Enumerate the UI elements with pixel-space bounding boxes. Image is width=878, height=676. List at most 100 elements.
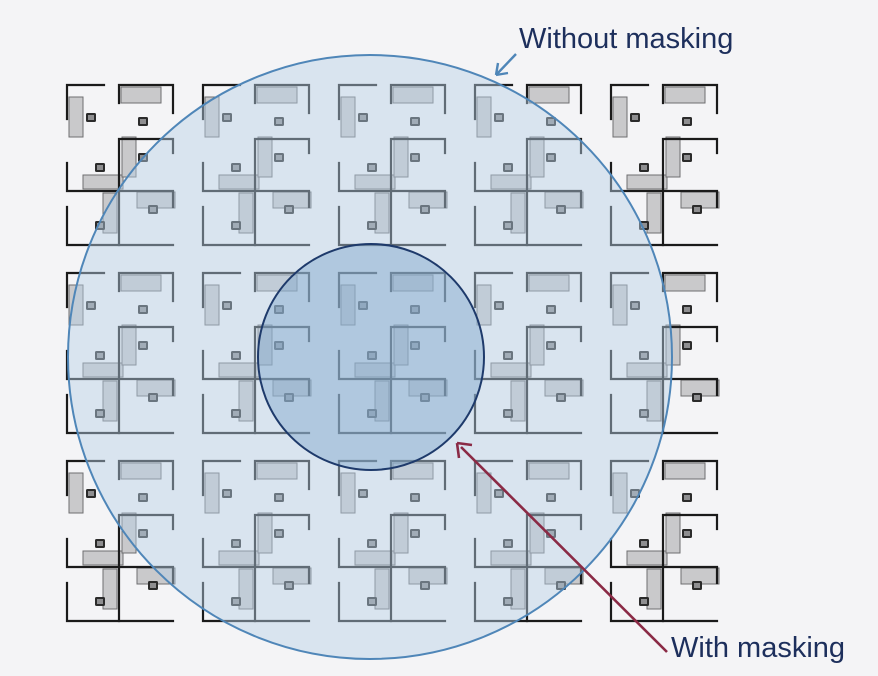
office-chair-seat (694, 583, 700, 588)
desk (120, 462, 162, 480)
cubicle-wall (253, 459, 311, 491)
cubicle-wall (117, 459, 175, 491)
desk (612, 284, 628, 326)
office-chair-seat (632, 303, 638, 308)
cubicle-wall (65, 271, 106, 309)
desk (664, 274, 706, 292)
office-chair-seat (150, 207, 156, 212)
office-chair-seat (286, 583, 292, 588)
desk (120, 274, 162, 292)
office-chair-seat (276, 155, 282, 160)
office-chair-seat (369, 223, 375, 228)
office-chair-seat (150, 583, 156, 588)
office-chair-seat (97, 165, 103, 170)
desk (490, 362, 532, 378)
desk (665, 512, 681, 554)
desk (374, 192, 390, 234)
cubicle-wall (201, 325, 311, 381)
cubicle-wall (65, 459, 106, 497)
desk (340, 284, 356, 326)
office-chair-seat (641, 165, 647, 170)
office-chair-seat (684, 343, 690, 348)
office-chair-seat (233, 411, 239, 416)
cubicle-wall (389, 83, 447, 115)
cubicle-wall (65, 513, 175, 569)
office-chair-seat (412, 495, 418, 500)
office-chair-seat (548, 119, 554, 124)
desk (665, 136, 681, 178)
desk (340, 472, 356, 514)
office-chair-seat (233, 165, 239, 170)
desk (664, 86, 706, 104)
desk (626, 362, 668, 378)
desk (256, 86, 298, 104)
cubicle-wall (473, 513, 583, 569)
desk (68, 96, 84, 138)
desk (374, 568, 390, 610)
cubicle-wall (473, 271, 514, 309)
desk (257, 136, 273, 178)
cubicle-wall (389, 459, 447, 491)
desk (510, 192, 526, 234)
office-chair-seat (548, 155, 554, 160)
without-masking-label: Without masking (519, 23, 734, 55)
office-chair-seat (360, 491, 366, 496)
cubicle-wall (609, 513, 719, 569)
cubicle-wall (525, 459, 583, 491)
cubicle-wall (389, 271, 447, 303)
office-chair-seat (548, 307, 554, 312)
office-chair-seat (140, 119, 146, 124)
office-chair-seat (276, 495, 282, 500)
office-chair-seat (224, 491, 230, 496)
cubicle-wall (337, 271, 378, 309)
desk (102, 568, 118, 610)
office-chair-seat (140, 307, 146, 312)
desk (102, 380, 118, 422)
office-chair-seat (505, 411, 511, 416)
office-chair-seat (140, 531, 146, 536)
desk (612, 96, 628, 138)
cubicle-wall (473, 189, 583, 247)
office-chair-seat (276, 119, 282, 124)
office-chair-seat (97, 411, 103, 416)
office-chair-seat (140, 495, 146, 500)
desk (354, 174, 396, 190)
cubicle-wall (473, 325, 583, 381)
desk (238, 568, 254, 610)
office-chair-seat (412, 307, 418, 312)
cubicle-cluster-r3-c3 (337, 459, 448, 623)
office-chair-seat (641, 411, 647, 416)
cubicle-wall (337, 83, 378, 121)
cubicle-cluster-r2-c1 (65, 271, 176, 435)
office-chair-seat (286, 395, 292, 400)
cubicle-wall (253, 83, 311, 115)
cubicle-wall (201, 565, 311, 623)
desk (476, 96, 492, 138)
cubicle-wall (473, 137, 583, 193)
desk (121, 324, 137, 366)
cubicle-cluster-r2-c3 (337, 271, 448, 435)
cubicle-cluster-r2-c4 (473, 271, 584, 435)
office-chair-seat (412, 155, 418, 160)
desk (256, 274, 298, 292)
cubicle-cluster-r3-c1 (65, 459, 176, 623)
desk (528, 274, 570, 292)
desk (626, 174, 668, 190)
cubicle-cluster-r2-c5 (609, 271, 720, 435)
cubicle-wall (337, 513, 447, 569)
cubicle-wall (117, 271, 175, 303)
office-chair-seat (88, 491, 94, 496)
office-chair-seat (369, 165, 375, 170)
desk (82, 362, 124, 378)
office-chair-seat (286, 207, 292, 212)
cubicle-wall (65, 325, 175, 381)
desk (120, 86, 162, 104)
cubicle-wall (201, 137, 311, 193)
cubicle-wall (609, 377, 719, 435)
office-chair-seat (88, 303, 94, 308)
desk (82, 174, 124, 190)
desk (490, 550, 532, 566)
desk (393, 324, 409, 366)
office-chair-seat (88, 115, 94, 120)
